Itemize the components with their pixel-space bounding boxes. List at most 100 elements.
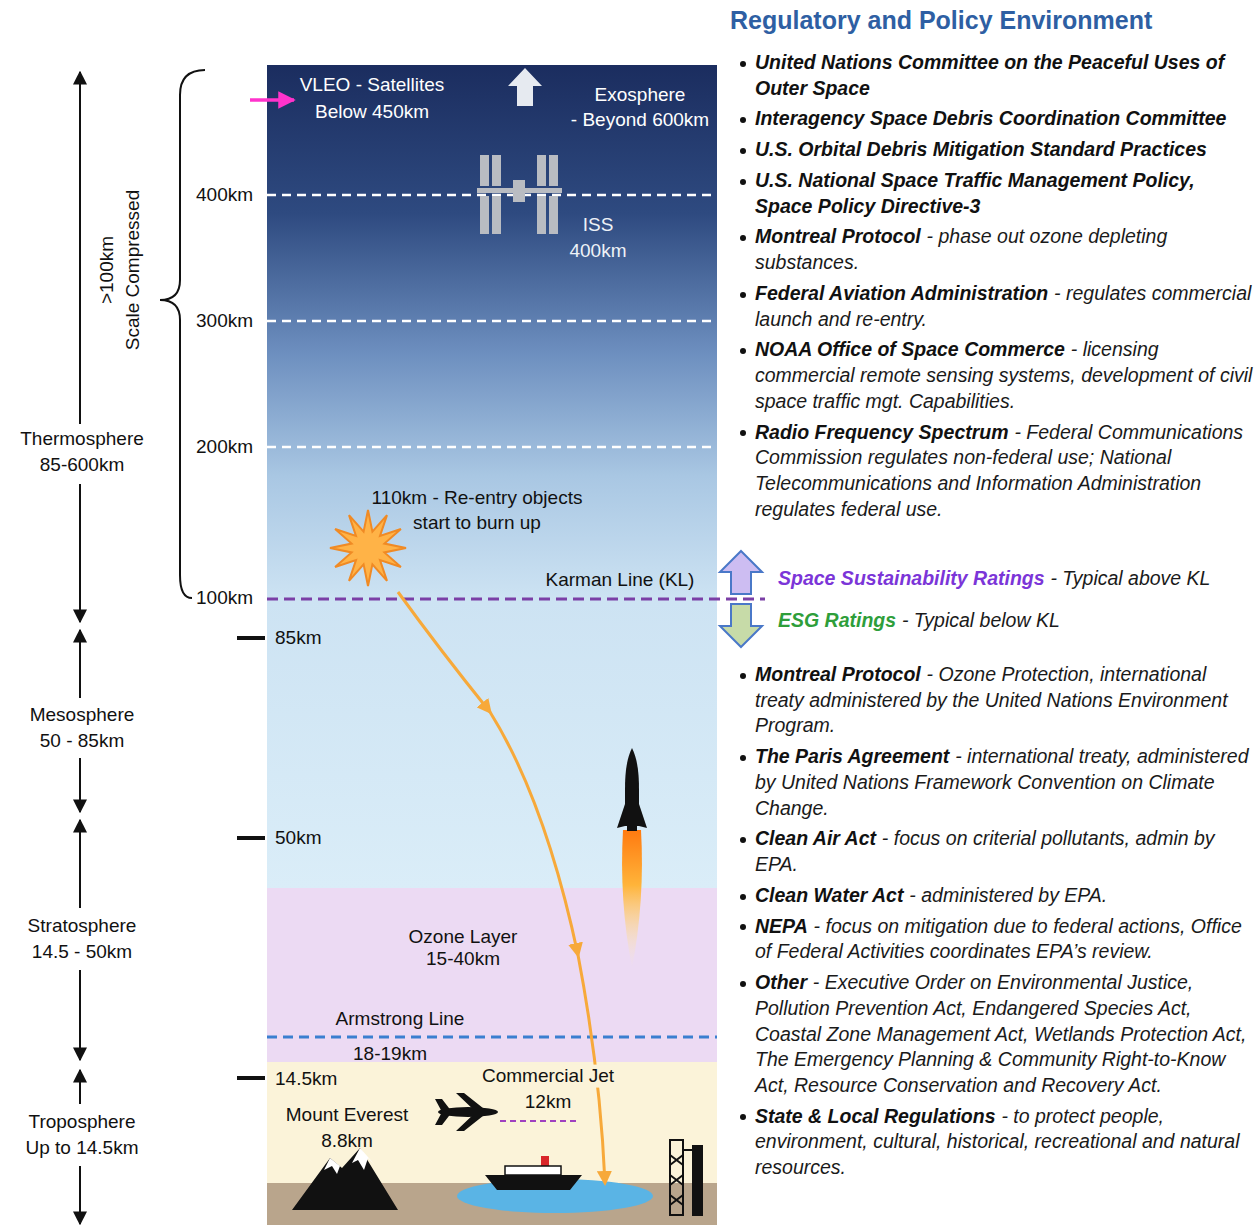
reentry-trajectory xyxy=(398,592,605,1183)
band-label: Ozone Layer 15-40km xyxy=(403,926,523,970)
iss-label: ISS xyxy=(583,214,614,237)
jet-label: Commercial Jet xyxy=(479,1065,617,1088)
bullet-dot xyxy=(740,148,746,154)
scale-bracket xyxy=(160,70,205,598)
layer-range: 50 - 85km xyxy=(37,730,127,753)
altitude-label: 50km xyxy=(275,827,321,850)
bullet-dot xyxy=(740,1114,746,1120)
policy-name: NOAA Office of Space Commerce xyxy=(755,338,1065,360)
vleo-label: Below 450km xyxy=(315,101,429,124)
rating-arrows xyxy=(720,551,762,647)
policy-name: The Paris Agreement xyxy=(755,745,949,767)
rating-name: ESG Ratings xyxy=(778,609,896,631)
altitude-label: 400km xyxy=(196,184,253,207)
policy-item: NEPA- focus on mitigation due to federal… xyxy=(755,914,1255,965)
policy-name: Other xyxy=(755,971,807,993)
iss-figure xyxy=(477,155,562,234)
iss-label: 400km xyxy=(569,240,626,263)
tick-marks xyxy=(237,638,265,1078)
karman-line xyxy=(267,598,765,601)
exosphere-label: - Beyond 600km xyxy=(571,109,709,132)
burn-up-burst xyxy=(330,510,406,586)
armstrong-label: Armstrong Line xyxy=(336,1008,465,1031)
policy-name: United Nations Committee on the Peaceful… xyxy=(755,51,1224,99)
policy-item: United Nations Committee on the Peaceful… xyxy=(755,50,1255,101)
exosphere-arrow xyxy=(508,68,542,106)
policy-item: U.S. National Space Traffic Management P… xyxy=(755,168,1255,219)
rating-description: - Typical above KL xyxy=(1050,567,1210,589)
everest-label: Mount Everest xyxy=(286,1104,409,1127)
policy-name: Clean Water Act xyxy=(755,884,903,906)
sky-column xyxy=(267,65,717,888)
rating-name: Space Sustainability Ratings xyxy=(778,567,1045,589)
vleo-label: VLEO - Satellites xyxy=(300,74,445,97)
policy-description: - administered by EPA. xyxy=(909,884,1107,906)
policy-item: The Paris Agreement- international treat… xyxy=(755,744,1255,821)
rating-row: ESG Ratings - Typical below KL xyxy=(778,607,1060,633)
troposphere-band xyxy=(267,1062,717,1183)
policy-item: Clean Air Act- focus on criterial pollut… xyxy=(755,826,1255,877)
policy-name: NEPA xyxy=(755,915,808,937)
layer-range: 14.5 - 50km xyxy=(29,941,135,964)
altitude-label: 85km xyxy=(275,627,321,650)
reentry-note: 110km - Re-entry objects xyxy=(372,487,583,510)
policy-name: Federal Aviation Administration xyxy=(755,282,1048,304)
rating-description: - Typical below KL xyxy=(902,609,1060,631)
bullet-dot xyxy=(740,235,746,241)
altitude-label: 100km xyxy=(196,587,253,610)
policy-item: Interagency Space Debris Coordination Co… xyxy=(755,106,1255,132)
policy-item: Clean Water Act - administered by EPA. xyxy=(755,883,1255,909)
panel-title: Regulatory and Policy Environment xyxy=(730,6,1152,35)
policy-name: U.S. National Space Traffic Management P… xyxy=(755,169,1195,217)
policy-name: Interagency Space Debris Coordination Co… xyxy=(755,107,1226,129)
policy-name: Radio Frequency Spectrum xyxy=(755,421,1009,443)
vleo-pointer xyxy=(250,98,294,102)
rocket-figure xyxy=(617,748,647,968)
policy-list: United Nations Committee on the Peaceful… xyxy=(755,50,1255,527)
karman-label: Karman Line (KL) xyxy=(546,569,695,592)
policy-name: State & Local Regulations xyxy=(755,1105,996,1127)
policy-item: Radio Frequency Spectrum- Federal Commun… xyxy=(755,420,1255,523)
everest-label: 8.8km xyxy=(321,1130,373,1153)
policy-item: U.S. Orbital Debris Mitigation Standard … xyxy=(755,137,1255,163)
launch-tower-figure xyxy=(670,1140,702,1215)
altitude-label: 300km xyxy=(196,310,253,333)
policy-name: Montreal Protocol xyxy=(755,663,921,685)
layer-name: Thermosphere xyxy=(17,428,147,451)
scale-note: >100km xyxy=(96,236,119,304)
layer-range-arrows xyxy=(79,72,81,1224)
bullet-dot xyxy=(740,924,746,930)
ship-figure xyxy=(485,1156,582,1190)
armstrong-label: 18-19km xyxy=(353,1043,427,1066)
policy-list: Montreal Protocol- Ozone Protection, int… xyxy=(755,662,1255,1186)
altitude-label: 14.5km xyxy=(275,1068,337,1091)
bullet-dot xyxy=(740,673,746,679)
bullet-dot xyxy=(740,430,746,436)
bullet-dot xyxy=(740,894,746,900)
policy-name: Montreal Protocol xyxy=(755,225,921,247)
jet-label: 12km xyxy=(525,1091,571,1114)
exosphere-label: Exosphere xyxy=(595,84,686,107)
policy-item: State & Local Regulations- to protect pe… xyxy=(755,1104,1255,1181)
bullet-dot xyxy=(740,837,746,843)
bullet-dot xyxy=(740,292,746,298)
bullet-dot xyxy=(740,61,746,67)
policy-item: Montreal Protocol- phase out ozone deple… xyxy=(755,224,1255,275)
layer-name: Stratosphere xyxy=(25,915,140,938)
bullet-dot xyxy=(740,117,746,123)
policy-item: Montreal Protocol- Ozone Protection, int… xyxy=(755,662,1255,739)
scale-note: Scale Compressed xyxy=(122,190,145,351)
bullet-dot xyxy=(740,755,746,761)
rating-row: Space Sustainability Ratings- Typical ab… xyxy=(778,565,1210,591)
policy-item: Federal Aviation Administration- regulat… xyxy=(755,281,1255,332)
armstrong-line xyxy=(267,1036,717,1039)
mount-everest-figure xyxy=(292,1148,398,1210)
policy-item: NOAA Office of Space Commerce- licensing… xyxy=(755,337,1255,414)
policy-description: - focus on mitigation due to federal act… xyxy=(755,915,1242,963)
bullet-dot xyxy=(740,348,746,354)
policy-item: Other- Executive Order on Environmental … xyxy=(755,970,1255,1099)
bullet-dot xyxy=(740,981,746,987)
policy-description: - Executive Order on Environmental Justi… xyxy=(755,971,1246,1096)
policy-name: Clean Air Act xyxy=(755,827,876,849)
policy-name: U.S. Orbital Debris Mitigation Standard … xyxy=(755,138,1207,160)
